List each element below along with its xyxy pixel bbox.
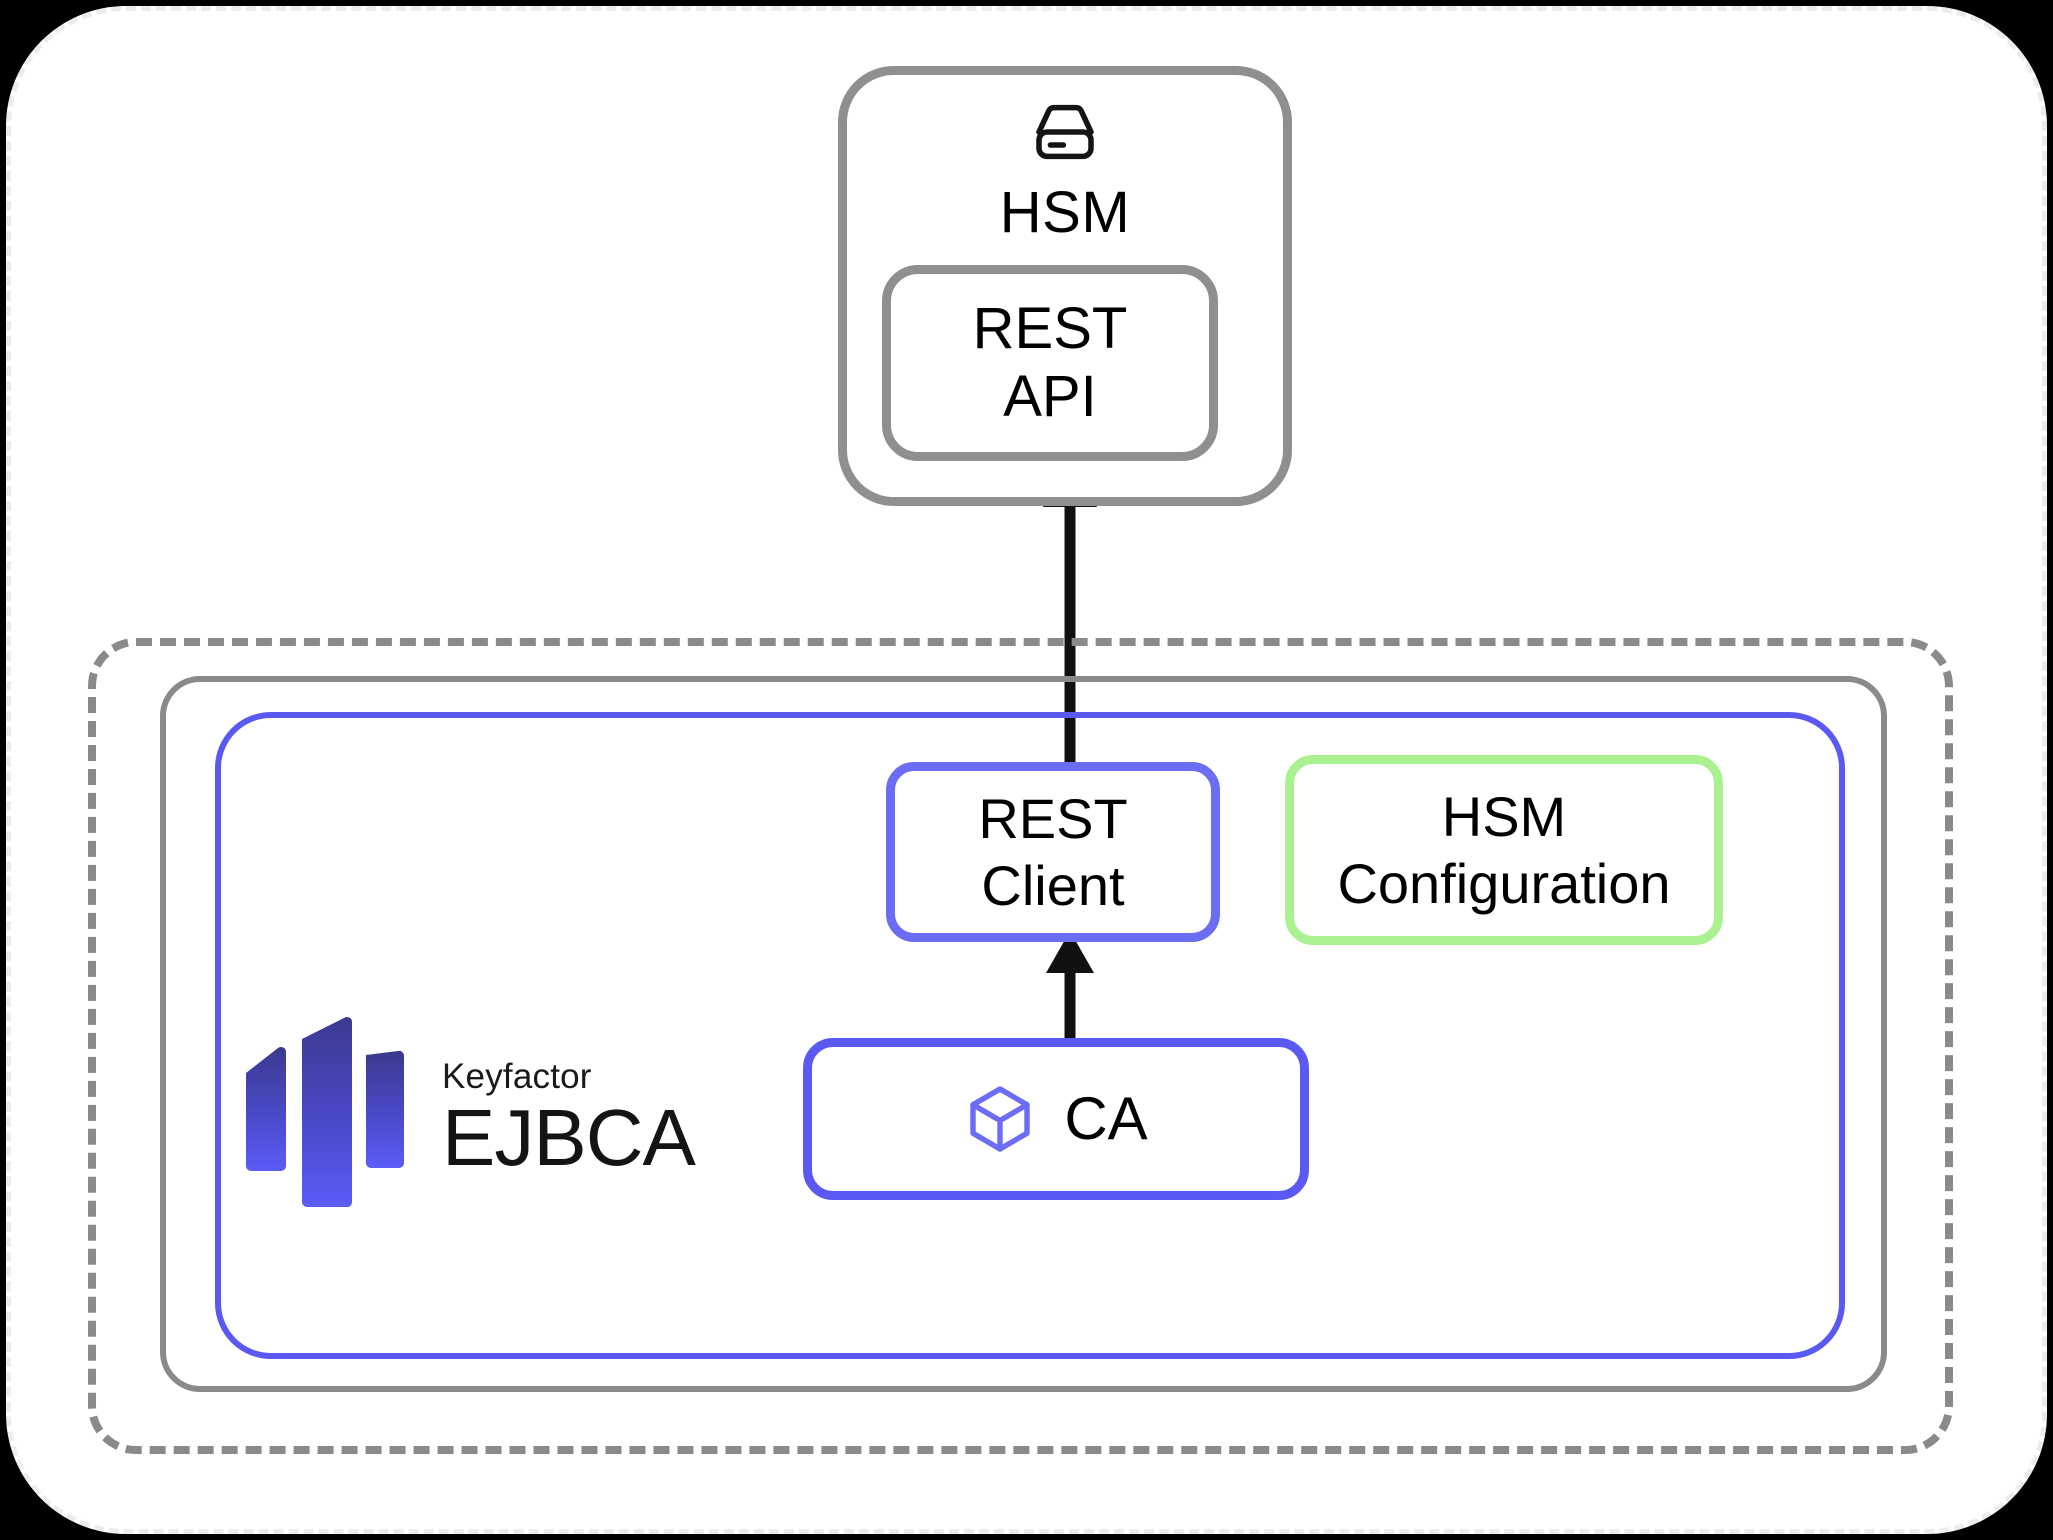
keyfactor-ejbca-logo: Keyfactor EJBCA	[240, 1015, 720, 1230]
rest-client-line-2: Client	[981, 854, 1125, 917]
rest-api-node[interactable]: REST API	[882, 265, 1218, 461]
cube-icon	[970, 1086, 1031, 1152]
rest-api-line-1: REST	[972, 295, 1128, 361]
ca-node[interactable]: CA	[803, 1038, 1309, 1200]
hsm-label: HSM	[999, 180, 1131, 245]
ca-label: CA	[1064, 1085, 1148, 1152]
rest-client-line-1: REST	[978, 786, 1128, 850]
keyfactor-bars-logo-icon	[246, 1017, 405, 1208]
hsm-configuration-line-2: Configuration	[1337, 852, 1671, 915]
logo-brand-text: Keyfactor	[442, 1056, 592, 1096]
rest-client-node[interactable]: REST Client	[886, 762, 1220, 942]
logo-product-text: EJBCA	[442, 1093, 696, 1183]
middle-solid-container	[160, 676, 1887, 1392]
hsm-configuration-node[interactable]: HSM Configuration	[1285, 755, 1723, 945]
inner-blue-container	[215, 712, 1845, 1359]
rest-api-line-2: API	[1003, 364, 1097, 429]
logo-wordmark: Keyfactor EJBCA	[442, 1056, 696, 1187]
hsm-configuration-line-1: HSM	[1441, 784, 1567, 848]
outer-dashed-container	[88, 638, 1953, 1454]
hard-drive-icon	[1036, 104, 1094, 160]
